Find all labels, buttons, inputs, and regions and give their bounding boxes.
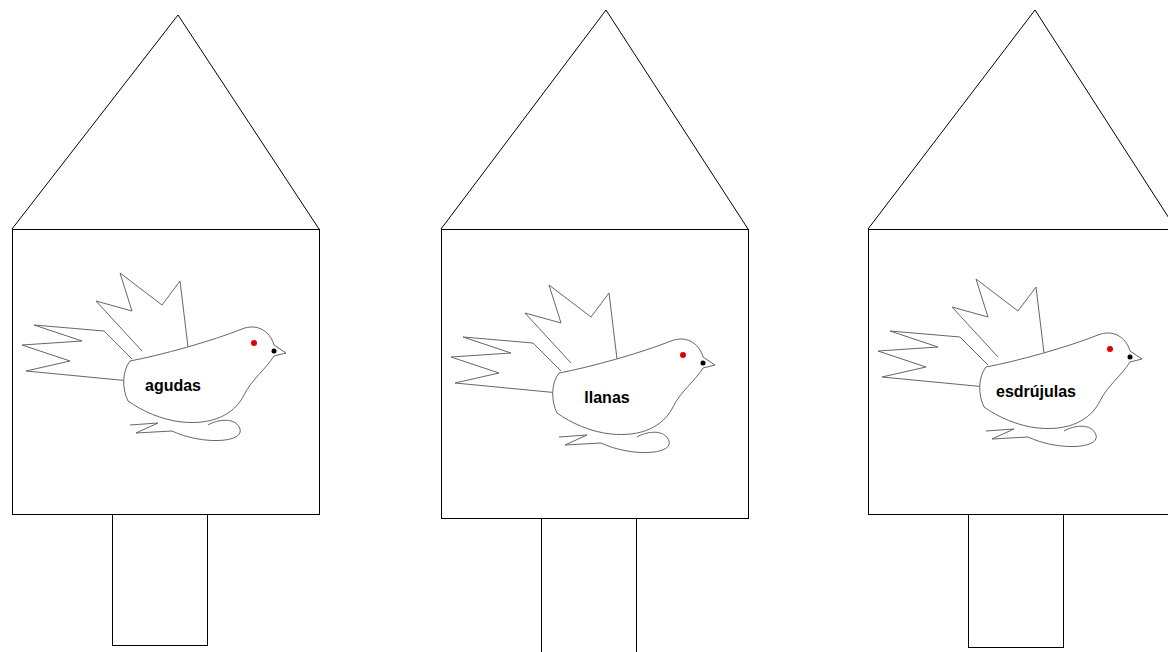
dove-illustration: [878, 279, 1142, 447]
house-post: [113, 515, 208, 646]
dove-illustration: [22, 273, 286, 441]
house-box: llanas: [441, 229, 749, 519]
category-label: agudas: [144, 377, 202, 395]
house-roof: [868, 10, 1168, 229]
category-label: esdrújulas: [995, 383, 1077, 401]
house-box: esdrújulas: [868, 229, 1168, 515]
house-box: agudas: [12, 229, 320, 515]
house-roof: [12, 15, 319, 229]
house-roof: [441, 10, 748, 229]
house-post: [542, 519, 637, 652]
dove-illustration: [451, 285, 715, 453]
house-post: [969, 515, 1064, 648]
category-label: llanas: [583, 389, 630, 407]
